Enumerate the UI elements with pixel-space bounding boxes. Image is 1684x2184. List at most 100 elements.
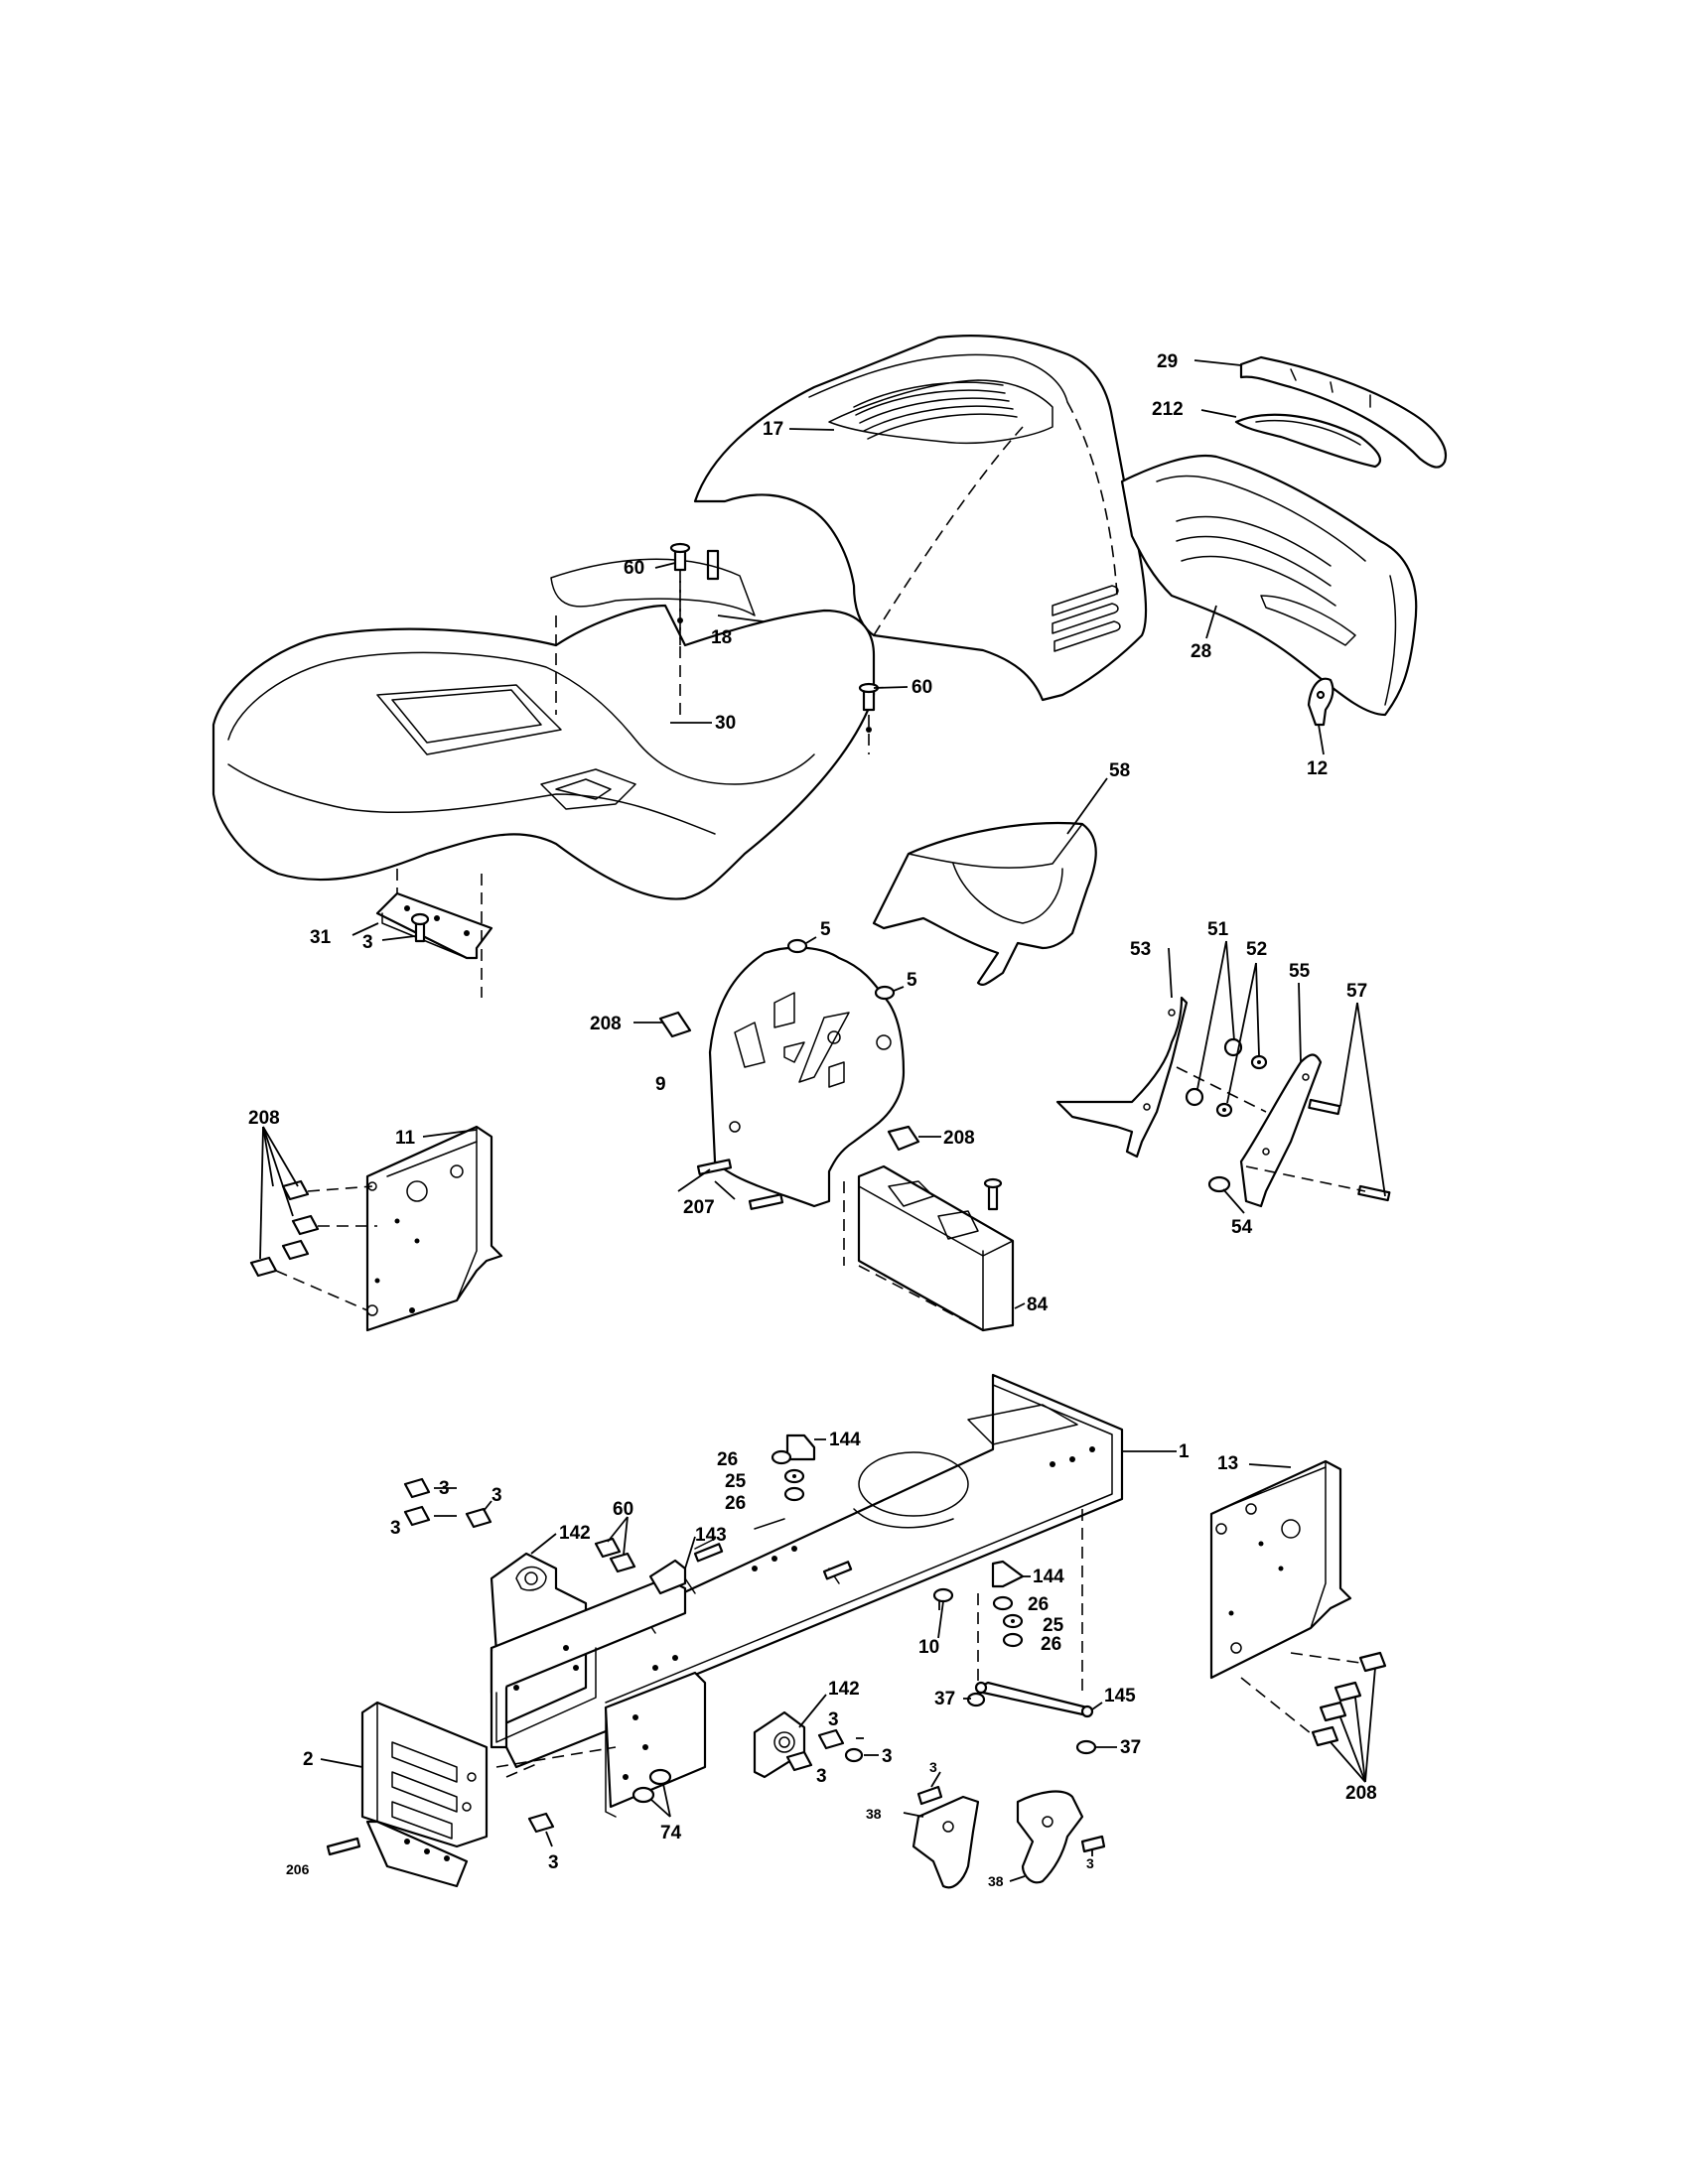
callout-54: 54 (1231, 1217, 1253, 1238)
fender-part-30 (211, 558, 876, 900)
callout-208-left: 208 (248, 1108, 280, 1129)
callout-58: 58 (1109, 760, 1130, 781)
callout-212: 212 (1152, 399, 1184, 420)
bolts-208-right (1311, 1651, 1387, 1783)
bolt-208-dash (633, 1011, 692, 1038)
nut-5-a (786, 936, 817, 954)
callout-208-right: 208 (1345, 1783, 1377, 1804)
callout-5-a: 5 (820, 919, 831, 940)
callout-26-right-a: 26 (1028, 1594, 1049, 1615)
nuts-74 (632, 1768, 672, 1818)
callout-3-ul-c: 3 (390, 1518, 401, 1539)
callout-2: 2 (303, 1749, 314, 1770)
baffle-part-58 (872, 821, 1097, 987)
callout-26-right-b: 26 (1041, 1634, 1061, 1655)
dash-panel-part-9 (708, 946, 906, 1208)
screw-60-upper (654, 542, 691, 572)
callout-60-hood: 60 (624, 558, 644, 579)
bolts-208-left (249, 1126, 320, 1278)
callout-38-a: 38 (866, 1806, 882, 1822)
callout-3-lower-a: 3 (828, 1709, 839, 1730)
callout-3-lower-c: 3 (816, 1766, 827, 1787)
bracket-38-right (1016, 1790, 1106, 1884)
bracket-part-12 (1307, 677, 1334, 727)
callout-55: 55 (1289, 961, 1311, 982)
callout-144-top: 144 (829, 1430, 861, 1450)
callout-30: 30 (715, 713, 736, 734)
callout-18: 18 (711, 627, 732, 648)
callout-3-bracket-38-a: 3 (929, 1759, 937, 1775)
callout-142-lower: 142 (828, 1679, 860, 1700)
callout-208-dash: 208 (590, 1014, 622, 1034)
callout-145: 145 (1104, 1686, 1136, 1706)
callout-26-top-a: 26 (717, 1449, 738, 1470)
callout-3-front: 3 (548, 1852, 559, 1873)
bracket-144-top (785, 1433, 826, 1461)
callout-29: 29 (1157, 351, 1178, 372)
bolt-208-panel (887, 1125, 941, 1152)
callout-206: 206 (286, 1861, 310, 1877)
callout-60-fender: 60 (912, 677, 932, 698)
callout-37-b: 37 (1120, 1737, 1141, 1758)
callout-142-upper: 142 (559, 1523, 591, 1544)
callout-207: 207 (683, 1197, 715, 1218)
callout-143: 143 (695, 1525, 727, 1546)
callout-51: 51 (1207, 919, 1229, 940)
bolt-206 (326, 1837, 361, 1856)
bolt-3-front-plate (527, 1812, 555, 1834)
bolts-57 (1308, 1098, 1391, 1202)
callout-25-right: 25 (1043, 1615, 1064, 1636)
nut-5-b (874, 985, 905, 1001)
callout-10: 10 (918, 1637, 939, 1658)
callout-37-a: 37 (934, 1689, 955, 1709)
callout-5-b: 5 (907, 970, 917, 991)
side-panel-part-13 (1209, 1459, 1352, 1680)
callout-3-lower-b: 3 (882, 1746, 893, 1767)
front-plate-part-2 (360, 1701, 489, 1888)
callout-84: 84 (1027, 1295, 1049, 1315)
bracket-38-left (912, 1771, 980, 1889)
callout-12: 12 (1307, 758, 1328, 779)
callout-3-ul-b: 3 (491, 1485, 502, 1506)
lens-part-212 (1234, 413, 1382, 469)
rod-part-145 (974, 1681, 1094, 1718)
callout-57: 57 (1346, 981, 1367, 1002)
callout-1: 1 (1179, 1441, 1190, 1462)
fasteners-37 (966, 1692, 1097, 1755)
hood-side-slots (1052, 585, 1121, 652)
pivot-bracket-part-53 (1055, 996, 1189, 1159)
trim-part-29 (1239, 355, 1448, 469)
bolts-3-upper-left (403, 1477, 492, 1529)
plate-143 (648, 1559, 687, 1595)
callout-38-b: 38 (988, 1873, 1004, 1889)
callout-3-bracket: 3 (362, 932, 373, 953)
bracket-part-31 (375, 891, 493, 960)
nut-54 (1207, 1175, 1231, 1193)
callout-numbers: 29 212 17 60 18 60 30 28 12 58 31 3 5 5 … (248, 351, 1377, 1889)
side-panel-part-11 (365, 1125, 503, 1332)
grille-part-28 (1120, 455, 1418, 717)
panel-part-84 (857, 1164, 1026, 1332)
callout-52: 52 (1246, 939, 1267, 960)
bolts-3-lower (785, 1728, 864, 1772)
callout-53: 53 (1130, 939, 1151, 960)
callout-9: 9 (655, 1074, 666, 1095)
callout-60-frame: 60 (613, 1499, 633, 1520)
callout-208-panel: 208 (943, 1128, 975, 1149)
callout-144-right: 144 (1033, 1567, 1064, 1587)
pivot-bracket-part-55 (1239, 1053, 1323, 1208)
callout-26-top-b: 26 (725, 1493, 746, 1514)
bolt-3-bracket-31 (381, 912, 430, 943)
washers-52 (1215, 1054, 1268, 1118)
frame-plate-left-lower (604, 1671, 707, 1818)
callout-3-ul-a: 3 (439, 1478, 450, 1499)
frame-plate-left-upper (490, 1576, 687, 1749)
bolts-207 (696, 1159, 784, 1210)
callout-25-top: 25 (725, 1471, 747, 1492)
callout-17: 17 (763, 419, 783, 440)
nuts-washers-26-25-26-right (992, 1595, 1024, 1648)
nuts-washers-26-25-26-top (771, 1449, 805, 1502)
hood-part-17 (693, 335, 1148, 702)
